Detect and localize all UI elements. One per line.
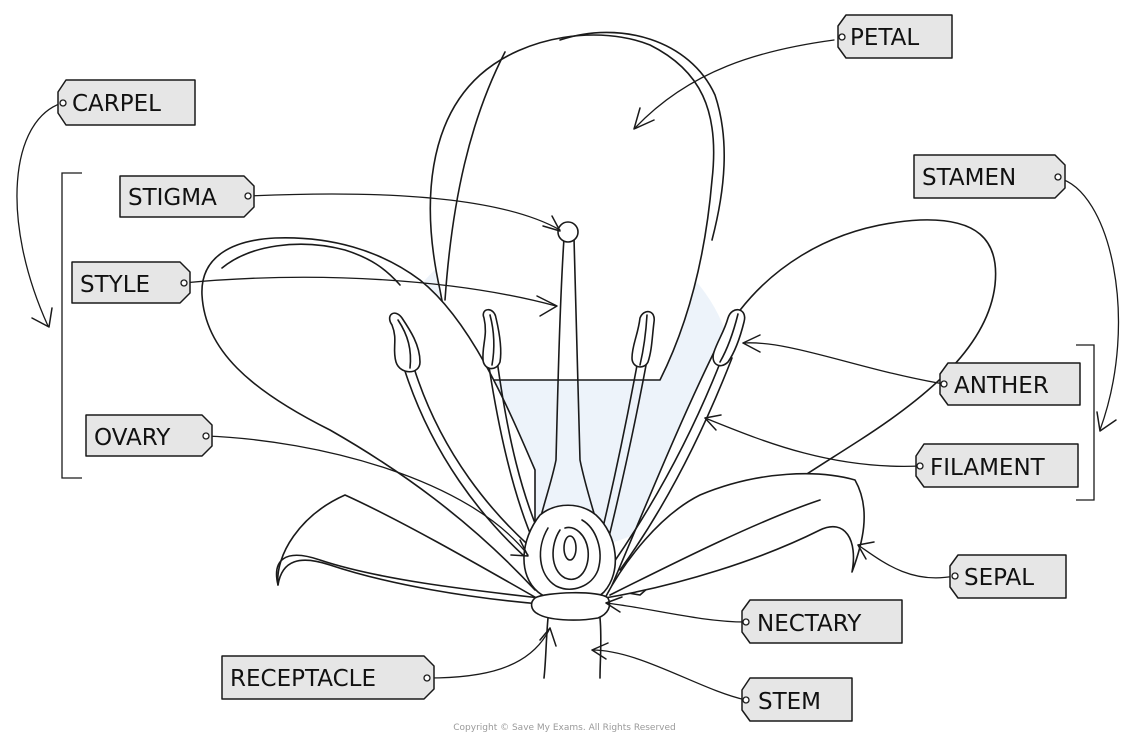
- nectary: [532, 593, 610, 620]
- label-stem: STEM: [742, 678, 852, 721]
- svg-text:STAMEN: STAMEN: [922, 165, 1016, 191]
- svg-text:STEM: STEM: [758, 689, 821, 715]
- svg-text:NECTARY: NECTARY: [757, 611, 862, 637]
- left-sepal: [277, 555, 540, 604]
- label-sepal: SEPAL: [950, 555, 1066, 598]
- label-anther: ANTHER: [940, 363, 1080, 405]
- stigma: [558, 222, 578, 242]
- stem-right: [600, 618, 601, 678]
- svg-text:PETAL: PETAL: [850, 25, 919, 51]
- carpel-bracket: [62, 173, 82, 478]
- label-filament: FILAMENT: [916, 444, 1078, 487]
- copyright-notice: Copyright © Save My Exams. All Rights Re…: [0, 723, 1129, 733]
- label-nectary: NECTARY: [742, 600, 902, 643]
- label-petal: PETAL: [838, 15, 952, 58]
- label-receptacle: RECEPTACLE: [222, 656, 434, 699]
- label-ovary: OVARY: [86, 415, 212, 456]
- svg-text:STYLE: STYLE: [80, 272, 150, 298]
- svg-text:ANTHER: ANTHER: [954, 373, 1049, 399]
- svg-text:OVARY: OVARY: [94, 425, 171, 451]
- svg-text:STIGMA: STIGMA: [128, 185, 217, 211]
- stem: [544, 618, 548, 678]
- ovule: [564, 536, 576, 560]
- flower-illustration: [202, 32, 996, 678]
- back-petal: [430, 35, 713, 380]
- label-stigma: STIGMA: [120, 176, 254, 217]
- svg-text:FILAMENT: FILAMENT: [930, 455, 1046, 481]
- label-style: STYLE: [72, 262, 190, 303]
- svg-text:SEPAL: SEPAL: [964, 565, 1034, 591]
- svg-text:RECEPTACLE: RECEPTACLE: [230, 666, 376, 692]
- label-stamen: STAMEN: [914, 155, 1065, 198]
- svg-text:CARPEL: CARPEL: [72, 91, 161, 117]
- label-carpel: CARPEL: [58, 80, 195, 125]
